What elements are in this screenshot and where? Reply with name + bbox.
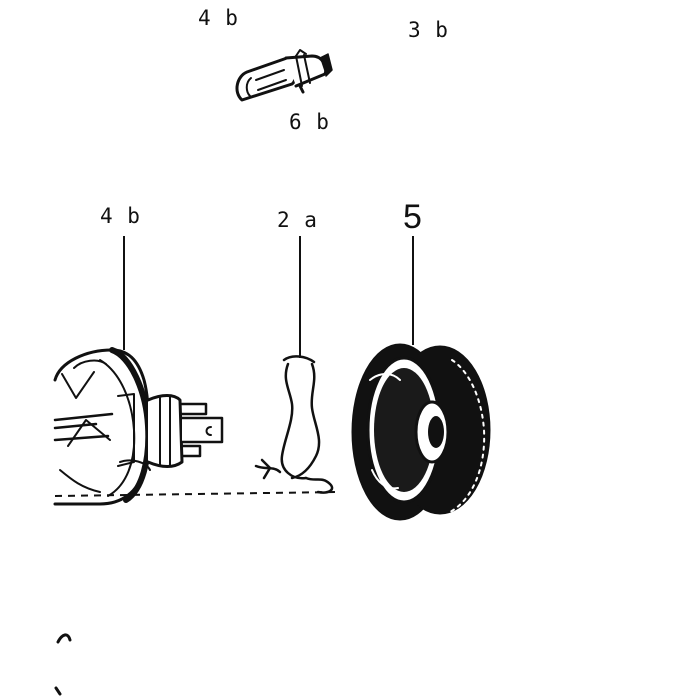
assembly-axis-line [54, 491, 339, 497]
callout-label-5: 5 [403, 198, 422, 236]
lamp-rim-part [351, 343, 491, 521]
callout-label-6b: 6 b [289, 110, 330, 134]
leader-lines [123, 236, 414, 358]
headlamp-insert-part [53, 347, 224, 506]
wire-spring-part [254, 355, 334, 494]
small-bulb-part [235, 49, 333, 102]
callout-label-4b: 4 b [100, 204, 141, 228]
callout-label-2a: 2 a [277, 208, 318, 232]
cropped-fragment-marks [54, 633, 72, 696]
callout-label-3b: 3 b [408, 18, 449, 42]
callout-label-4b-top: 4 b [198, 6, 239, 30]
